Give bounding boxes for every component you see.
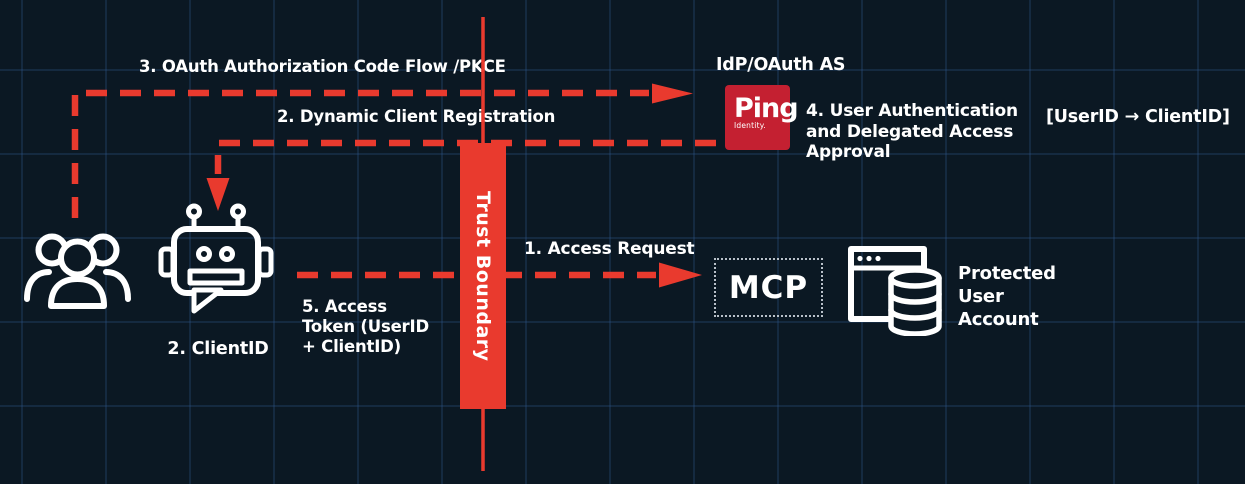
ping-logo-wordmark: Ping: [734, 93, 799, 124]
step3-arrow: [71, 83, 693, 218]
database-icon: [888, 267, 942, 336]
browser-dot: [875, 255, 881, 262]
step3-label: 3. OAuth Authorization Code Flow /PKCE: [139, 57, 506, 76]
browser-database-icon: [848, 246, 942, 336]
step2-label: 2. Dynamic Client Registration: [277, 107, 556, 126]
step4-label: 4. User Authentication and Delegated Acc…: [806, 101, 1018, 163]
trust-boundary-bar: Trust Boundary: [460, 143, 506, 409]
idp-title: IdP/OAuth AS: [716, 55, 846, 75]
mcp-server-box: MCP: [714, 258, 823, 317]
protected-account-label: Protected User Account: [958, 263, 1056, 331]
browser-dot: [866, 255, 872, 262]
ping-logo-subtext: Identity.: [734, 121, 766, 130]
step4-annotation: [UserID → ClientID]: [1046, 107, 1230, 127]
step2-arrow: [206, 139, 716, 211]
step5-label: 5. Access Token (UserID + ClientID): [302, 297, 429, 357]
agent-clientid-label: 2. ClientID: [167, 339, 269, 359]
trust-boundary-label: Trust Boundary: [472, 190, 494, 362]
step1-label: 1. Access Request: [524, 239, 695, 259]
users-icon: [24, 233, 131, 309]
browser-dot: [857, 255, 863, 262]
ping-identity-logo: Ping Identity.: [725, 85, 799, 150]
robot-icon: [158, 203, 274, 314]
mcp-label: MCP: [728, 269, 809, 306]
